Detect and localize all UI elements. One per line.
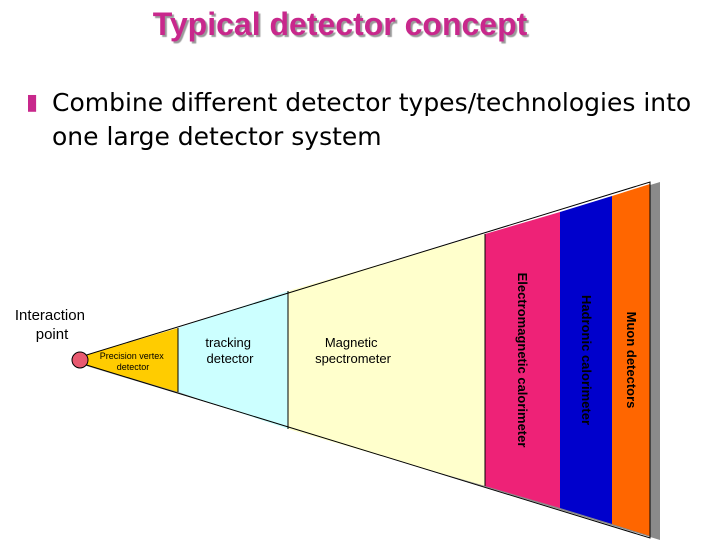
bullet-text: Combine different detector types/technol…: [52, 88, 692, 151]
label-vertex-detector: Precision vertex detector: [100, 351, 167, 372]
slide-title: Typical detector concept: [152, 6, 528, 42]
label-magnetic-spectrometer: Magnetic spectrometer: [315, 335, 392, 366]
layer-vertex-detector: [80, 328, 178, 392]
layer-hadronic-calorimeter: [560, 196, 612, 524]
layer-tracking-detector: [178, 291, 288, 429]
label-hadronic-calorimeter: Hadronic calorimeter: [579, 295, 594, 425]
label-em-calorimeter: Electromagnetic calorimeter: [515, 273, 530, 448]
layer-em-calorimeter: [485, 212, 560, 508]
label-muon-detectors: Muon detectors: [624, 312, 639, 409]
layer-muon-detectors: [612, 184, 650, 536]
layer-magnetic-spectrometer: [288, 234, 485, 486]
bullet-icon: ▮: [26, 90, 39, 115]
interaction-point-label: Interaction point: [15, 307, 89, 343]
label-tracking-detector: tracking detector: [205, 335, 254, 366]
interaction-point-marker: [71, 351, 89, 369]
